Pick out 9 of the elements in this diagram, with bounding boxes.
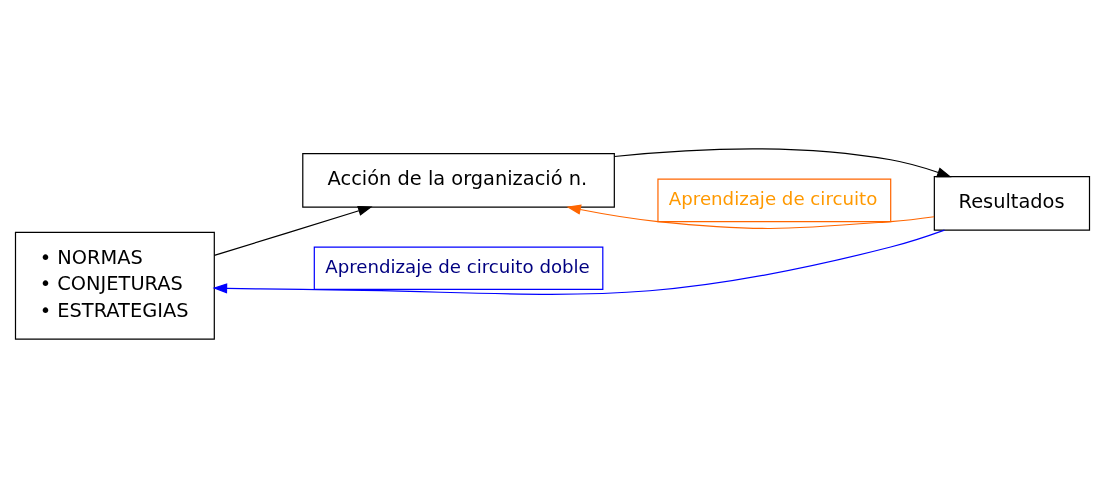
node-box: • NORMAS • CONJETURAS • ESTRATEGIAS [14, 231, 215, 340]
edge-label: Aprendizaje de circuito doble [325, 256, 590, 278]
arrow [212, 229, 946, 295]
node-box: Resultados [933, 176, 1091, 231]
node-box: Acción de la organizació n. [302, 153, 615, 208]
arrow [566, 204, 935, 230]
arrow [213, 206, 373, 257]
arrow [613, 148, 952, 178]
edge-label: Aprendizaje de circuito [668, 188, 878, 210]
